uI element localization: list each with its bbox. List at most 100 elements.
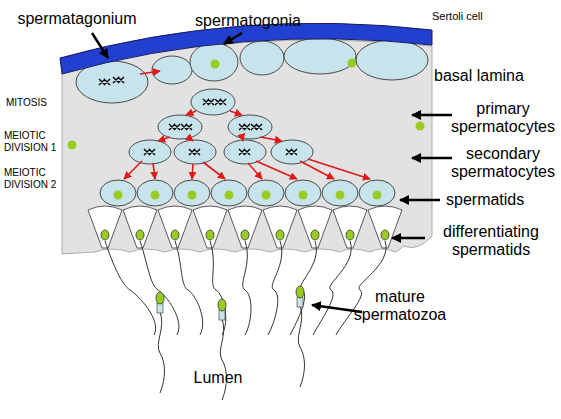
nucleus-dot [225, 191, 234, 200]
division-arrow [188, 137, 193, 141]
sperm-tail [268, 241, 282, 335]
sperm-tail [210, 241, 226, 335]
dividing-spermatocyte-cell [228, 115, 272, 139]
chromosome-symbol [239, 149, 250, 155]
nucleus-dot [299, 191, 308, 200]
spermatid-cell [174, 180, 210, 206]
region-label: Lumen [186, 369, 250, 387]
pointer-arrow [92, 33, 108, 58]
chromosome-symbol [144, 149, 155, 155]
chromosome-symbol [113, 77, 124, 83]
secondary-spermatocyte-cell [129, 140, 171, 164]
division-arrow [186, 111, 196, 115]
sperm-midpiece [219, 310, 225, 320]
chromosome-symbol [215, 99, 226, 105]
secondary-spermatocyte-cell [224, 140, 266, 164]
nucleus-dot [336, 191, 345, 200]
sperm-tail [158, 312, 164, 393]
basal-lamina-band [60, 23, 432, 74]
spermatid-cell [285, 180, 321, 206]
pointer-arrow [412, 114, 452, 117]
sperm-head [218, 299, 226, 311]
sperm-midpiece [297, 297, 303, 307]
division-arrow [248, 163, 262, 179]
sperm-tail [298, 306, 304, 387]
nucleus-dot [151, 191, 160, 200]
pointer-arrows [92, 33, 452, 312]
sperm-head [241, 230, 249, 240]
sperm-head [171, 230, 179, 240]
nucleus-dot [262, 191, 271, 200]
secondary-spermatocyte-cell [174, 140, 216, 164]
chromosome-symbol [169, 124, 180, 130]
cell-label: Sertoli cell [432, 10, 522, 23]
spermatogonium-cell [240, 41, 284, 75]
sperm-head [296, 286, 304, 298]
sperm-tail [290, 241, 316, 335]
sperm-tail [243, 241, 251, 335]
cell-label: differentiating spermatids [426, 223, 556, 260]
division-arrow [203, 162, 225, 179]
division-arrow [300, 161, 334, 179]
sperm-midpiece [157, 303, 163, 313]
pointer-arrow [400, 199, 440, 202]
sperm-head [156, 292, 164, 304]
division-arrow [153, 163, 155, 179]
nucleus-dot [348, 59, 357, 68]
chromosome-symbol [189, 149, 200, 155]
spermatid-cell [248, 180, 284, 206]
sertoli-nucleus-dot [68, 141, 77, 150]
division-arrows [124, 71, 370, 179]
spermatid-heads [101, 230, 389, 240]
sperm-tail [140, 241, 179, 335]
chromosome-symbol [286, 149, 297, 155]
sperm-head [311, 230, 319, 240]
sperm-head [136, 230, 144, 240]
cell-label: spermatogonia [183, 12, 313, 30]
cell-label: mature spermatozoa [352, 288, 448, 325]
stage-label: MEIOTIC DIVISION 1 [4, 130, 74, 153]
nucleus-dot [114, 191, 123, 200]
sertoli-nucleus-dot [416, 122, 425, 131]
chromosome-symbol [203, 99, 214, 105]
secondary-spermatocyte-cell [271, 140, 313, 164]
sperm-tail [220, 319, 226, 400]
sperm-tails [105, 241, 386, 335]
sertoli-cytoplasm [62, 40, 432, 254]
nucleus-dot [211, 60, 220, 69]
nucleus-dot [373, 191, 382, 200]
primary-spermatocyte-cell [191, 89, 235, 115]
sperm-tail [175, 241, 203, 335]
pointer-arrow [224, 33, 242, 44]
sperm-head [101, 230, 109, 240]
division-arrow [256, 161, 297, 179]
spermatogonium-cell [284, 38, 356, 74]
chromosome-symbol [239, 124, 250, 130]
division-arrow [230, 111, 242, 115]
division-arrow [140, 71, 160, 74]
stage-label: MEIOTIC DIVISION 2 [4, 167, 74, 190]
chromosome-symbol [181, 124, 192, 130]
spermatogonium-cell [190, 43, 238, 81]
mature-spermatozoa [156, 286, 305, 400]
stage-label: MITOSIS [6, 97, 66, 109]
cell-label: secondary spermatocytes [448, 145, 558, 182]
spermatid-cell [211, 180, 247, 206]
spermatogonium-cell [356, 40, 428, 80]
chromosome-symbol [99, 79, 110, 85]
division-arrow [158, 137, 170, 141]
pointer-arrow [392, 237, 425, 240]
division-arrow [192, 164, 193, 179]
spermatid-cell [359, 180, 395, 206]
division-arrow [260, 137, 282, 141]
spermatogonium-cell [152, 56, 192, 84]
division-arrow [124, 161, 142, 179]
pointer-arrow [412, 157, 452, 160]
sperm-tail [105, 241, 156, 335]
chromosome-symbol [251, 124, 262, 130]
cell-label: primary spermatocytes [448, 100, 558, 137]
sperm-head [346, 230, 354, 240]
sperm-head [381, 230, 389, 240]
